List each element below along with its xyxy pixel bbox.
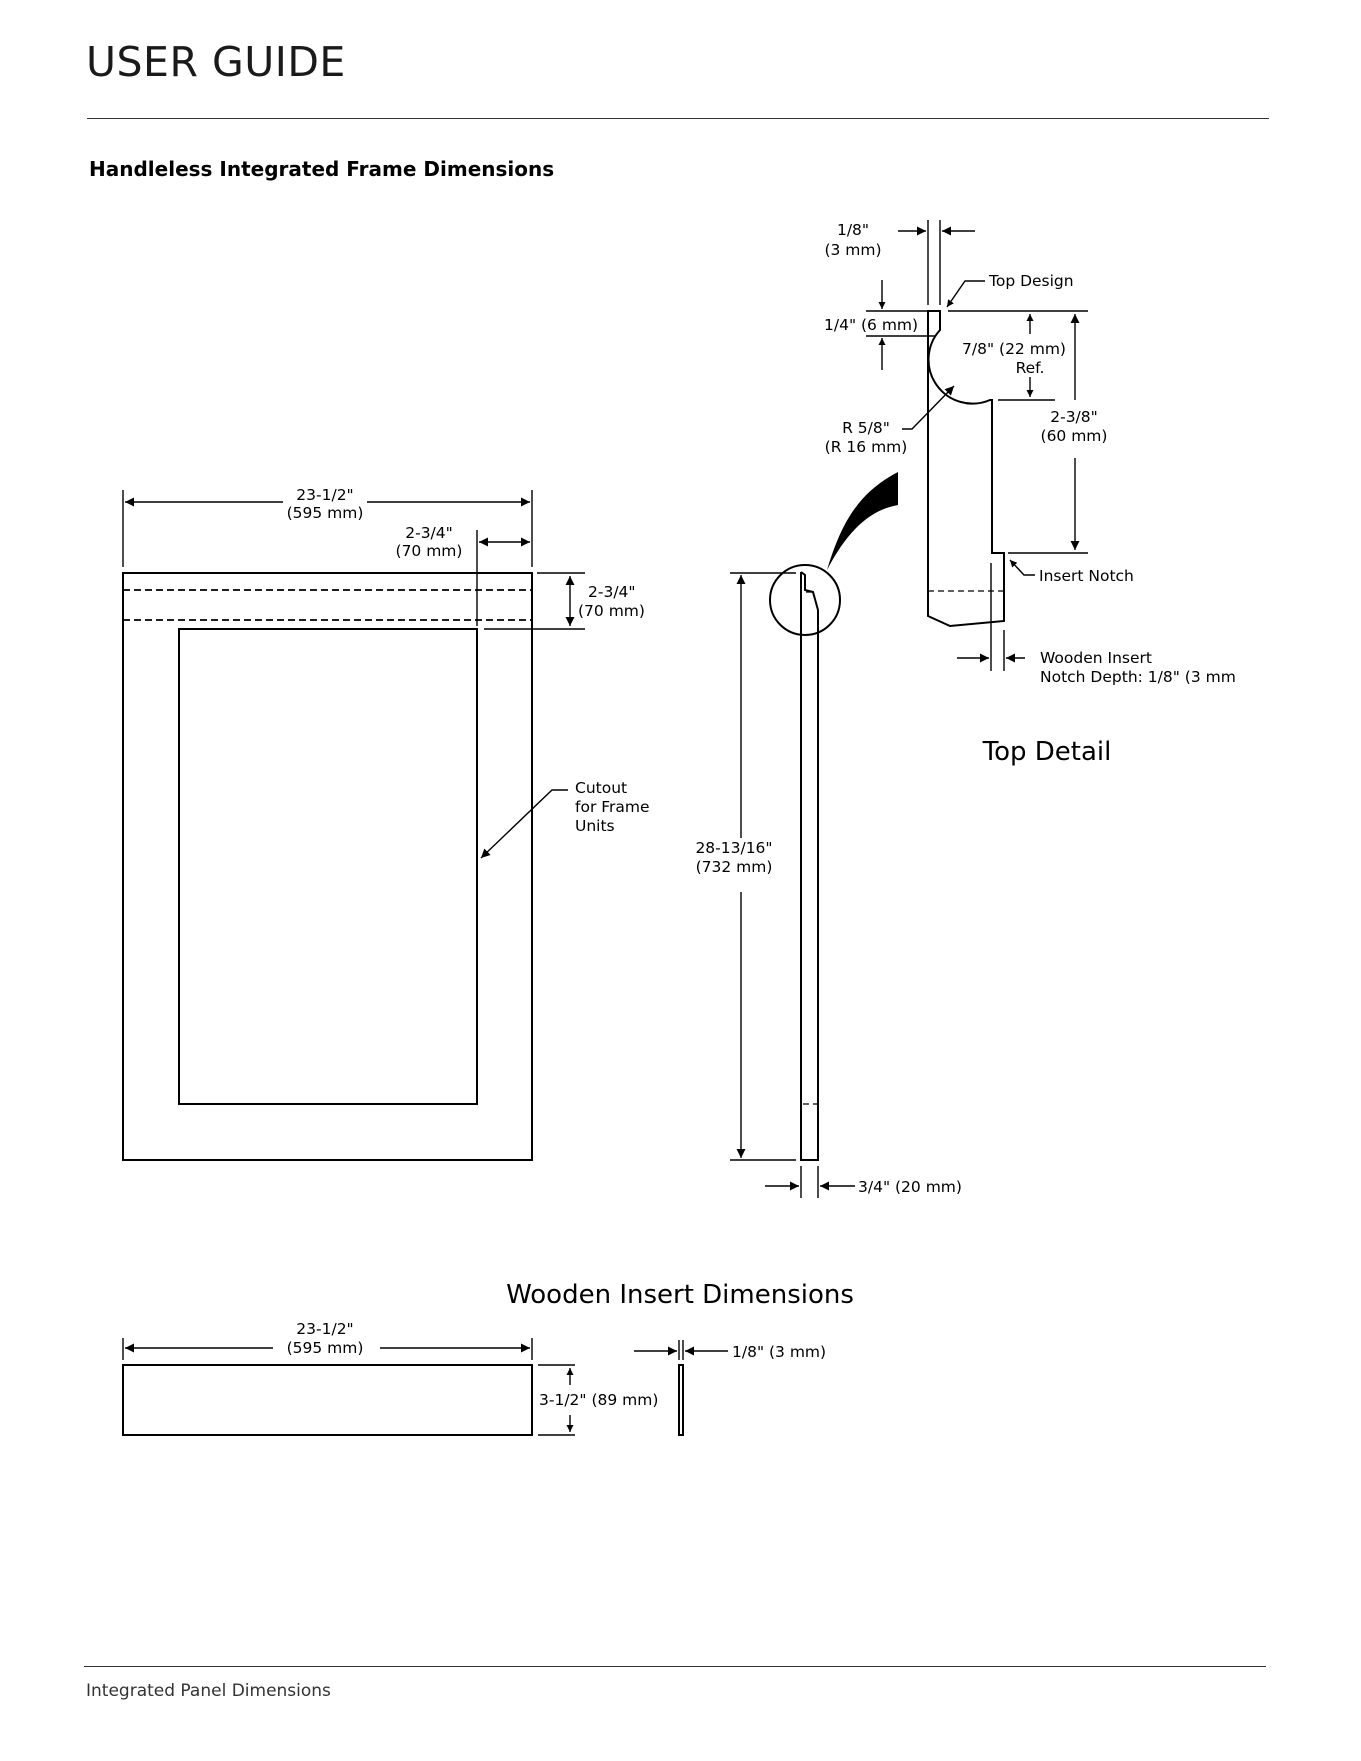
curve-ref: Ref. [1016, 359, 1045, 377]
lip-width-in: 1/8" [837, 221, 869, 239]
wooden-insert-view: Wooden Insert Dimensions 23-1/2" (595 mm… [122, 1280, 854, 1436]
side-width-mm: (70 mm) [396, 542, 463, 560]
footer-rule [84, 1666, 1266, 1667]
insert-notch-leader [1009, 559, 1035, 576]
section-heading: Handleless Integrated Frame Dimensions [89, 157, 555, 181]
lip-width-mm: (3 mm) [824, 241, 881, 259]
insert-notch-label: Insert Notch [1039, 567, 1134, 585]
notch-height-in: 2-3/8" [1050, 408, 1098, 426]
wooden-insert-notch-line2: Notch Depth: 1/8" (3 mm [1040, 668, 1236, 686]
side-height-mm: (732 mm) [696, 858, 773, 876]
cutout-leader [480, 789, 568, 859]
frame-outline [122, 572, 533, 1161]
top-band-in: 2-3/4" [588, 583, 636, 601]
frame-width-mm: (595 mm) [287, 504, 364, 522]
wooden-insert-outline [122, 1364, 533, 1436]
wooden-insert-edge [678, 1364, 684, 1436]
top-band-mm: (70 mm) [578, 602, 645, 620]
notch-height-mm: (60 mm) [1041, 427, 1108, 445]
wooden-insert-title: Wooden Insert Dimensions [506, 1280, 854, 1310]
cutout-label-2: for Frame [575, 798, 650, 816]
insert-width-mm: (595 mm) [287, 1339, 364, 1357]
side-width-in: 2-3/4" [405, 524, 453, 542]
side-view: 28-13/16" (732 mm) 3/4" (20 mm) [695, 472, 962, 1198]
radius-in: R 5/8" [842, 419, 890, 437]
curve-depth: 7/8" (22 mm) [962, 340, 1066, 358]
side-height-in: 28-13/16" [695, 839, 772, 857]
detail-pointer [827, 472, 898, 570]
footer-text: Integrated Panel Dimensions [86, 1681, 331, 1701]
detail-circle [769, 564, 841, 636]
top-detail-profile [927, 310, 1005, 628]
lip-height: 1/4" (6 mm) [824, 316, 918, 334]
cutout-rect [178, 628, 478, 1105]
insert-thickness: 1/8" (3 mm) [732, 1343, 826, 1361]
cutout-label-1: Cutout [575, 779, 627, 797]
frame-width-in: 23-1/2" [296, 486, 353, 504]
side-thickness: 3/4" (20 mm) [858, 1178, 962, 1196]
side-profile [800, 571, 819, 1161]
top-design-leader [946, 280, 985, 308]
radius-leader [902, 385, 955, 430]
wooden-insert-notch-line1: Wooden Insert [1040, 649, 1152, 667]
top-detail-title: Top Detail [982, 737, 1112, 767]
insert-height: 3-1/2" (89 mm) [539, 1391, 658, 1409]
page-title: USER GUIDE [86, 38, 346, 86]
radius-mm: (R 16 mm) [825, 438, 908, 456]
header-rule [87, 118, 1269, 119]
insert-width-in: 23-1/2" [296, 1320, 353, 1338]
front-view: 23-1/2" (595 mm) 2-3/4" (70 mm) 2-3/4" (… [122, 486, 650, 1161]
top-detail: 1/8" (3 mm) Top Design 1/4" (6 mm) 7/8" … [824, 220, 1236, 767]
cutout-label-3: Units [575, 817, 615, 835]
top-design-label: Top Design [988, 272, 1074, 290]
